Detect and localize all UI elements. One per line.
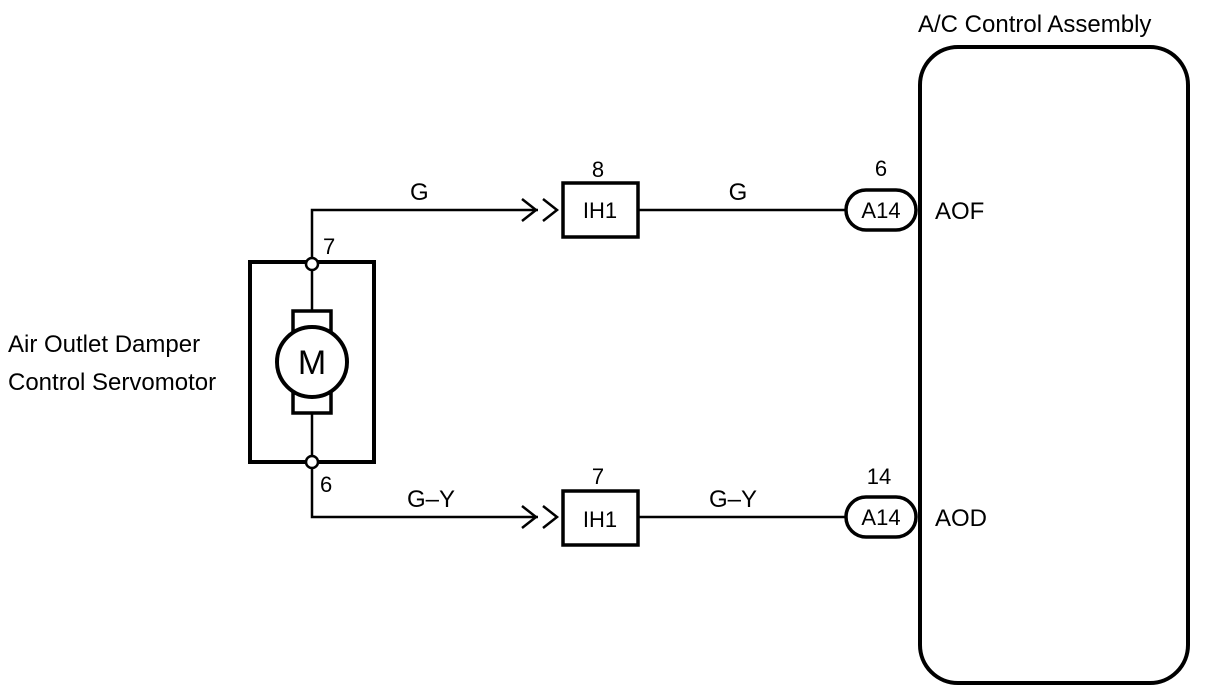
junction-box-bottom xyxy=(561,489,640,547)
connector-arrow-top-1 xyxy=(521,198,539,222)
junction-pin-top: 8 xyxy=(592,157,604,182)
connector-arrow-bottom-1 xyxy=(521,505,539,529)
terminal-label-aod: AOD xyxy=(935,505,987,532)
wire-bottom-left xyxy=(310,462,538,519)
ac-control-assembly-box xyxy=(918,45,1190,685)
connector-arrow-top-2 xyxy=(542,198,560,222)
ecu-connector-top xyxy=(844,188,918,232)
motor-letter: M xyxy=(298,344,326,382)
ecu-connector-label-bottom: A14 xyxy=(861,505,900,530)
motor-symbol xyxy=(275,325,349,399)
connector-arrow-bottom-2 xyxy=(542,505,560,529)
junction-label-bottom: IH1 xyxy=(583,507,617,532)
wire-color-top-right: G xyxy=(729,179,748,206)
servomotor-label-line2: Control Servomotor xyxy=(8,369,216,396)
assembly-title: A/C Control Assembly xyxy=(918,11,1151,38)
ecu-pin-bottom: 14 xyxy=(867,464,891,489)
servomotor-pin-bottom: 6 xyxy=(320,472,332,497)
wire-color-top-left: G xyxy=(410,179,429,206)
junction-label-top: IH1 xyxy=(583,198,617,223)
junction-pin-bottom: 7 xyxy=(592,464,604,489)
terminal-bottom xyxy=(304,454,320,470)
ecu-connector-bottom xyxy=(844,495,918,539)
terminal-top xyxy=(304,256,320,272)
servomotor-pin-top: 7 xyxy=(323,234,335,259)
terminal-label-aof: AOF xyxy=(935,198,984,225)
ecu-pin-top: 6 xyxy=(875,156,887,181)
wire-color-bottom-right: G–Y xyxy=(709,486,757,513)
wire-color-bottom-left: G–Y xyxy=(407,486,455,513)
junction-box-top xyxy=(561,181,640,239)
wire-top-left xyxy=(310,208,538,264)
ecu-connector-label-top: A14 xyxy=(861,198,900,223)
servomotor-label-line1: Air Outlet Damper xyxy=(8,331,200,358)
